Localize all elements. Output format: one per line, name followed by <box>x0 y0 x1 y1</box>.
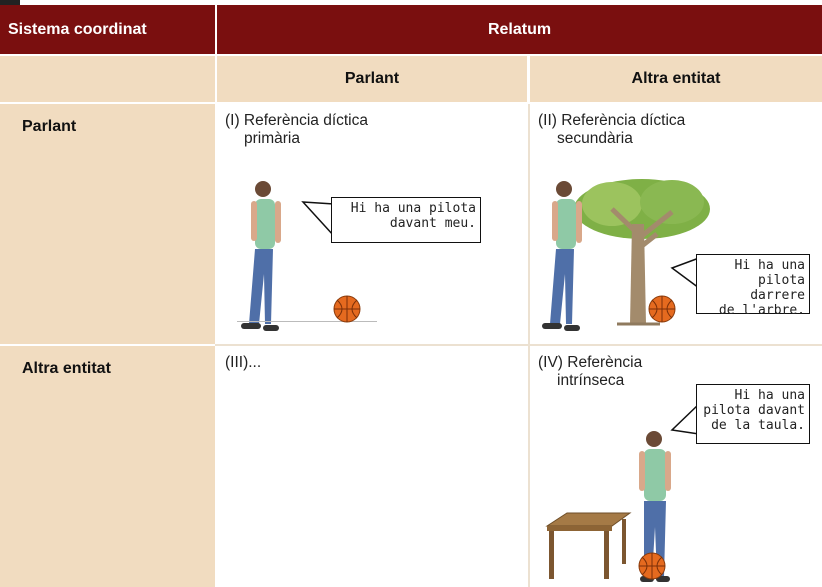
bubble-1-line-1: Hi ha una pilota <box>350 201 476 216</box>
cell-intrinsic-title: (IV) Referència <box>538 354 643 371</box>
person-illustration-2 <box>542 181 582 331</box>
ball-icon-2 <box>648 295 676 323</box>
tree-illustration <box>574 179 710 326</box>
bubble-3-line-1: Hi ha una <box>734 388 805 403</box>
bubble-2-line-1: Hi ha una <box>734 258 805 273</box>
header-relatum: Relatum <box>217 5 822 54</box>
cell-secondary-deictic: (II) Referència díctica secundària Hi ha… <box>530 104 822 344</box>
subheader-empty <box>0 56 215 102</box>
speech-bubble-1: Hi ha una pilota davant meu. <box>331 197 481 243</box>
bubble-pointer-3 <box>670 403 700 435</box>
ground-line <box>237 321 377 322</box>
cell-intrinsic-title-2: intrínseca <box>557 372 625 389</box>
bubble-3-line-3: de la taula. <box>711 418 805 433</box>
bubble-1-line-2: davant meu. <box>389 216 476 231</box>
top-strip <box>0 0 822 5</box>
row-label-parlant-text: Parlant <box>22 118 77 135</box>
subheader-altra-entitat-label: Altra entitat <box>631 70 721 87</box>
row-label-altra-entitat: Altra entitat <box>0 346 215 587</box>
cell-primary-deictic-title: (I) Referència díctica <box>225 112 368 129</box>
row-label-altra-entitat-text: Altra entitat <box>22 360 111 377</box>
cell-intrinsic-text: (IV) Referència intrínseca <box>538 354 768 390</box>
bubble-pointer-2 <box>670 257 700 289</box>
subheader-parlant: Parlant <box>217 56 527 102</box>
ball-icon-3 <box>638 552 666 580</box>
top-strip-mark <box>0 0 20 5</box>
header-coordinate-system-label: Sistema coordinat <box>8 20 147 38</box>
cell-secondary-deictic-title: (II) Referència díctica <box>538 112 686 129</box>
cell-primary-deictic: (I) Referència díctica primària Hi ha un… <box>217 104 528 344</box>
bubble-2-line-2: pilota darrere <box>750 273 805 303</box>
header-relatum-label: Relatum <box>487 20 552 38</box>
speech-bubble-3: Hi ha una pilota davant de la taula. <box>696 384 810 444</box>
grid-line-horizontal <box>215 344 822 346</box>
bubble-pointer-1 <box>301 201 335 237</box>
cell-empty-case: (III)... <box>217 346 528 587</box>
bubble-2-line-3: de l'arbre. <box>718 303 805 318</box>
cell-empty-case-title: (III)... <box>225 354 262 371</box>
subheader-altra-entitat: Altra entitat <box>530 56 822 102</box>
speech-bubble-2: Hi ha una pilota darrere de l'arbre. <box>696 254 810 318</box>
person-illustration <box>241 181 281 331</box>
cell-primary-deictic-title-2: primària <box>244 130 300 147</box>
cell-secondary-deictic-title-2: secundària <box>557 130 633 147</box>
header-coordinate-system: Sistema coordinat <box>0 5 215 54</box>
row-label-parlant: Parlant <box>0 104 215 344</box>
cell-empty-case-text: (III)... <box>225 354 455 372</box>
ball-icon <box>333 295 361 323</box>
cell-primary-deictic-text: (I) Referència díctica primària <box>225 112 455 148</box>
cell-intrinsic: (IV) Referència intrínseca Hi ha una pil… <box>530 346 822 587</box>
bubble-3-line-2: pilota davant <box>703 403 805 418</box>
table-illustration <box>545 512 632 579</box>
subheader-parlant-label: Parlant <box>344 70 400 87</box>
cell-secondary-deictic-text: (II) Referència díctica secundària <box>538 112 768 148</box>
